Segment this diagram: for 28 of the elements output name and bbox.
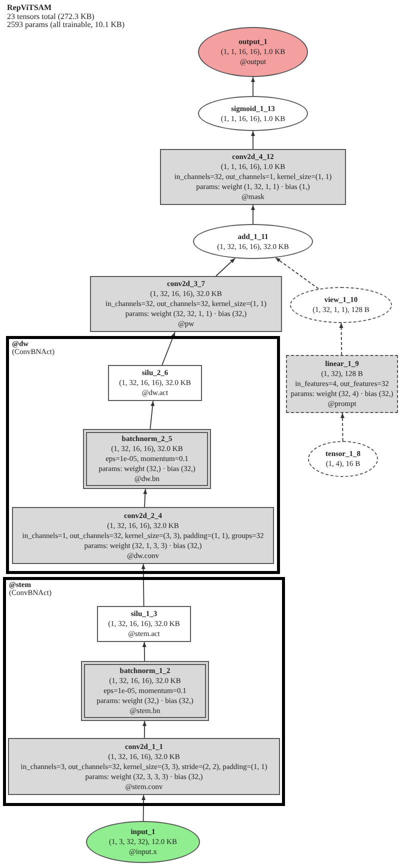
summary-note: 2593 params (all trainable, 10.1 KB) xyxy=(7,21,125,30)
layer-box xyxy=(12,507,274,564)
double-border-box xyxy=(83,429,211,489)
arrow xyxy=(142,794,146,822)
arrow xyxy=(142,720,147,738)
layer-box xyxy=(286,355,398,413)
arrow xyxy=(216,258,236,276)
arrow xyxy=(162,332,176,366)
arrow xyxy=(251,130,255,150)
arrow xyxy=(142,642,146,662)
arrow xyxy=(143,488,148,508)
module-frame xyxy=(3,577,285,806)
dashed-arrow xyxy=(339,322,344,356)
layer-box xyxy=(160,149,346,205)
layer-box xyxy=(90,276,282,332)
module-frame xyxy=(6,336,280,574)
layer-box xyxy=(108,365,202,401)
arrow xyxy=(141,564,146,606)
double-border-box xyxy=(81,661,209,721)
summary-note: 23 tensors total (272.3 KB) xyxy=(7,12,94,21)
layer-box xyxy=(8,738,280,795)
layer-box xyxy=(97,606,191,642)
diagram-title: RepViTSAM xyxy=(7,4,52,12)
dashed-arrow xyxy=(275,257,320,290)
arrow xyxy=(251,204,255,224)
dashed-arrow xyxy=(340,412,344,442)
arrow xyxy=(251,76,255,96)
arrow xyxy=(150,400,155,430)
